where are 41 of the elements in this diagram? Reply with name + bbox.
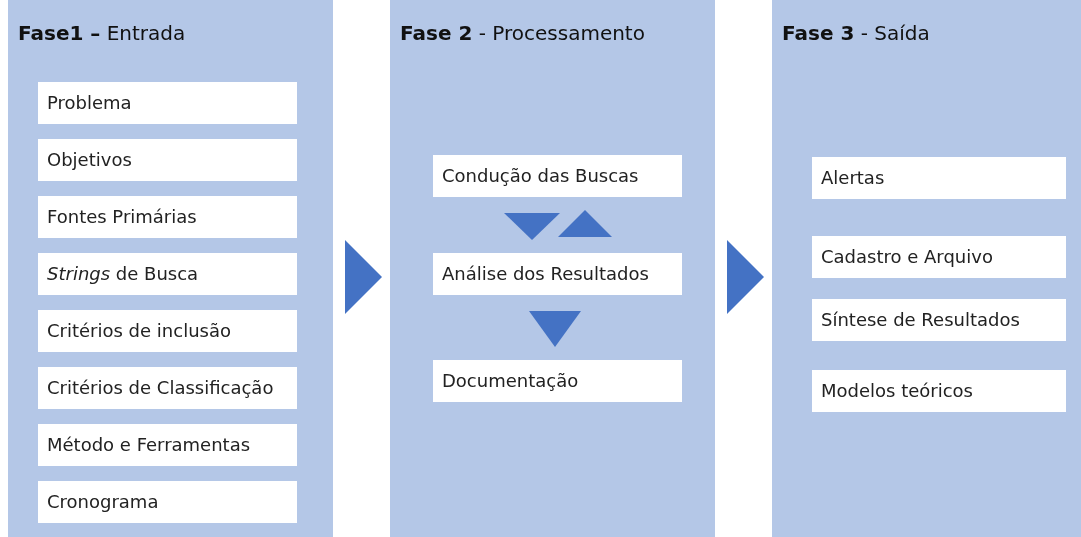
arrow (504, 213, 560, 240)
step-label: Problema (47, 92, 132, 114)
phase-panel (8, 0, 333, 537)
arrow (727, 240, 764, 314)
step-box (38, 367, 297, 409)
step-label: Condução das Buscas (442, 165, 639, 187)
phase-heading: Fase1 – Entrada (18, 20, 186, 46)
step-box (433, 253, 682, 295)
arrow (529, 311, 581, 347)
phase-panel (390, 0, 715, 537)
step-box (433, 360, 682, 402)
step-box (38, 196, 297, 238)
step-label: Fontes Primárias (47, 206, 197, 228)
phase-heading: Fase 3 - Saída (782, 20, 930, 46)
step-label: Alertas (821, 167, 885, 189)
step-box (38, 310, 297, 352)
step-label: Critérios de Classificação (47, 377, 274, 399)
step-box (812, 370, 1066, 412)
step-box (812, 236, 1066, 278)
phase-panel (772, 0, 1081, 537)
arrow (345, 240, 382, 314)
step-label: Síntese de Resultados (821, 309, 1020, 331)
arrow (558, 210, 612, 237)
step-label: Cadastro e Arquivo (821, 246, 993, 268)
step-label: Modelos teóricos (821, 380, 973, 402)
step-box (38, 253, 297, 295)
phase-heading: Fase 2 - Processamento (400, 20, 645, 46)
step-label: Strings de Busca (47, 263, 199, 285)
step-label: Cronograma (47, 491, 159, 513)
step-box (38, 82, 297, 124)
step-box (812, 157, 1066, 199)
step-label: Objetivos (47, 149, 132, 171)
step-box (433, 155, 682, 197)
step-label: Critérios de inclusão (47, 320, 231, 342)
step-box (38, 481, 297, 523)
step-box (38, 139, 297, 181)
step-box (38, 424, 297, 466)
step-label: Documentação (442, 370, 579, 392)
step-box (812, 299, 1066, 341)
step-label: Análise dos Resultados (442, 263, 649, 285)
step-label: Método e Ferramentas (47, 434, 251, 456)
